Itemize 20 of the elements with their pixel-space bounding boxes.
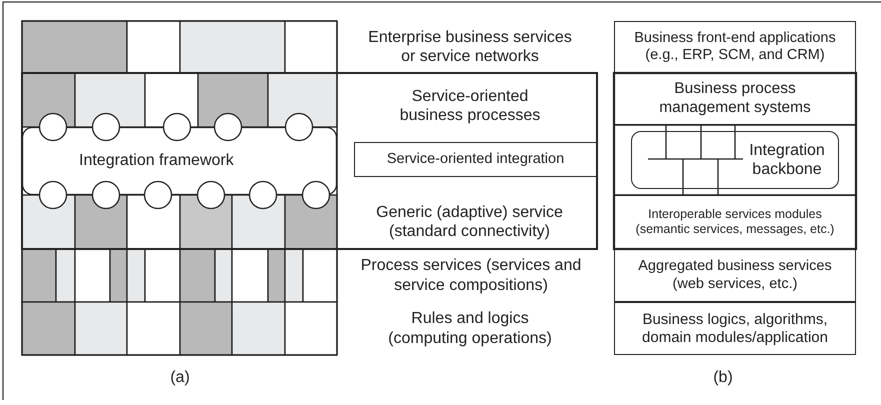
rounded-box <box>631 131 839 189</box>
box-label: Business front-end applications (e.g., ERP, SCM, and CRM) <box>633 30 837 64</box>
box-label: Integration framework <box>79 151 234 171</box>
layer-box <box>614 21 856 73</box>
box-label: Service-oriented integration <box>386 150 564 168</box>
layer-label: Service-oriented business processes <box>398 86 542 126</box>
layer-label: Generic (adaptive) service (standard connectivity) <box>375 202 564 242</box>
layer-label: Rules and logics (computing operations) <box>387 309 553 348</box>
box-label: Interoperable services modules (semantic services, messages, etc.) <box>634 207 836 237</box>
layer-label: Enterprise business services or service networks <box>367 28 573 66</box>
layer-box <box>354 142 597 177</box>
panel-label: (a) <box>170 368 190 388</box>
layer-label: Process services (services and service compositions) <box>360 256 582 295</box>
box-label: Aggregated business services (web services, etc.) <box>637 258 833 293</box>
box-label: Business process management systems <box>658 80 812 118</box>
layer-box <box>614 249 856 302</box>
box-label: Integration backbone <box>748 140 826 180</box>
layer-box <box>614 302 856 355</box>
box-label: Business logics, algorithms, domain modules/application <box>641 310 829 346</box>
panel-label: (b) <box>713 368 733 388</box>
